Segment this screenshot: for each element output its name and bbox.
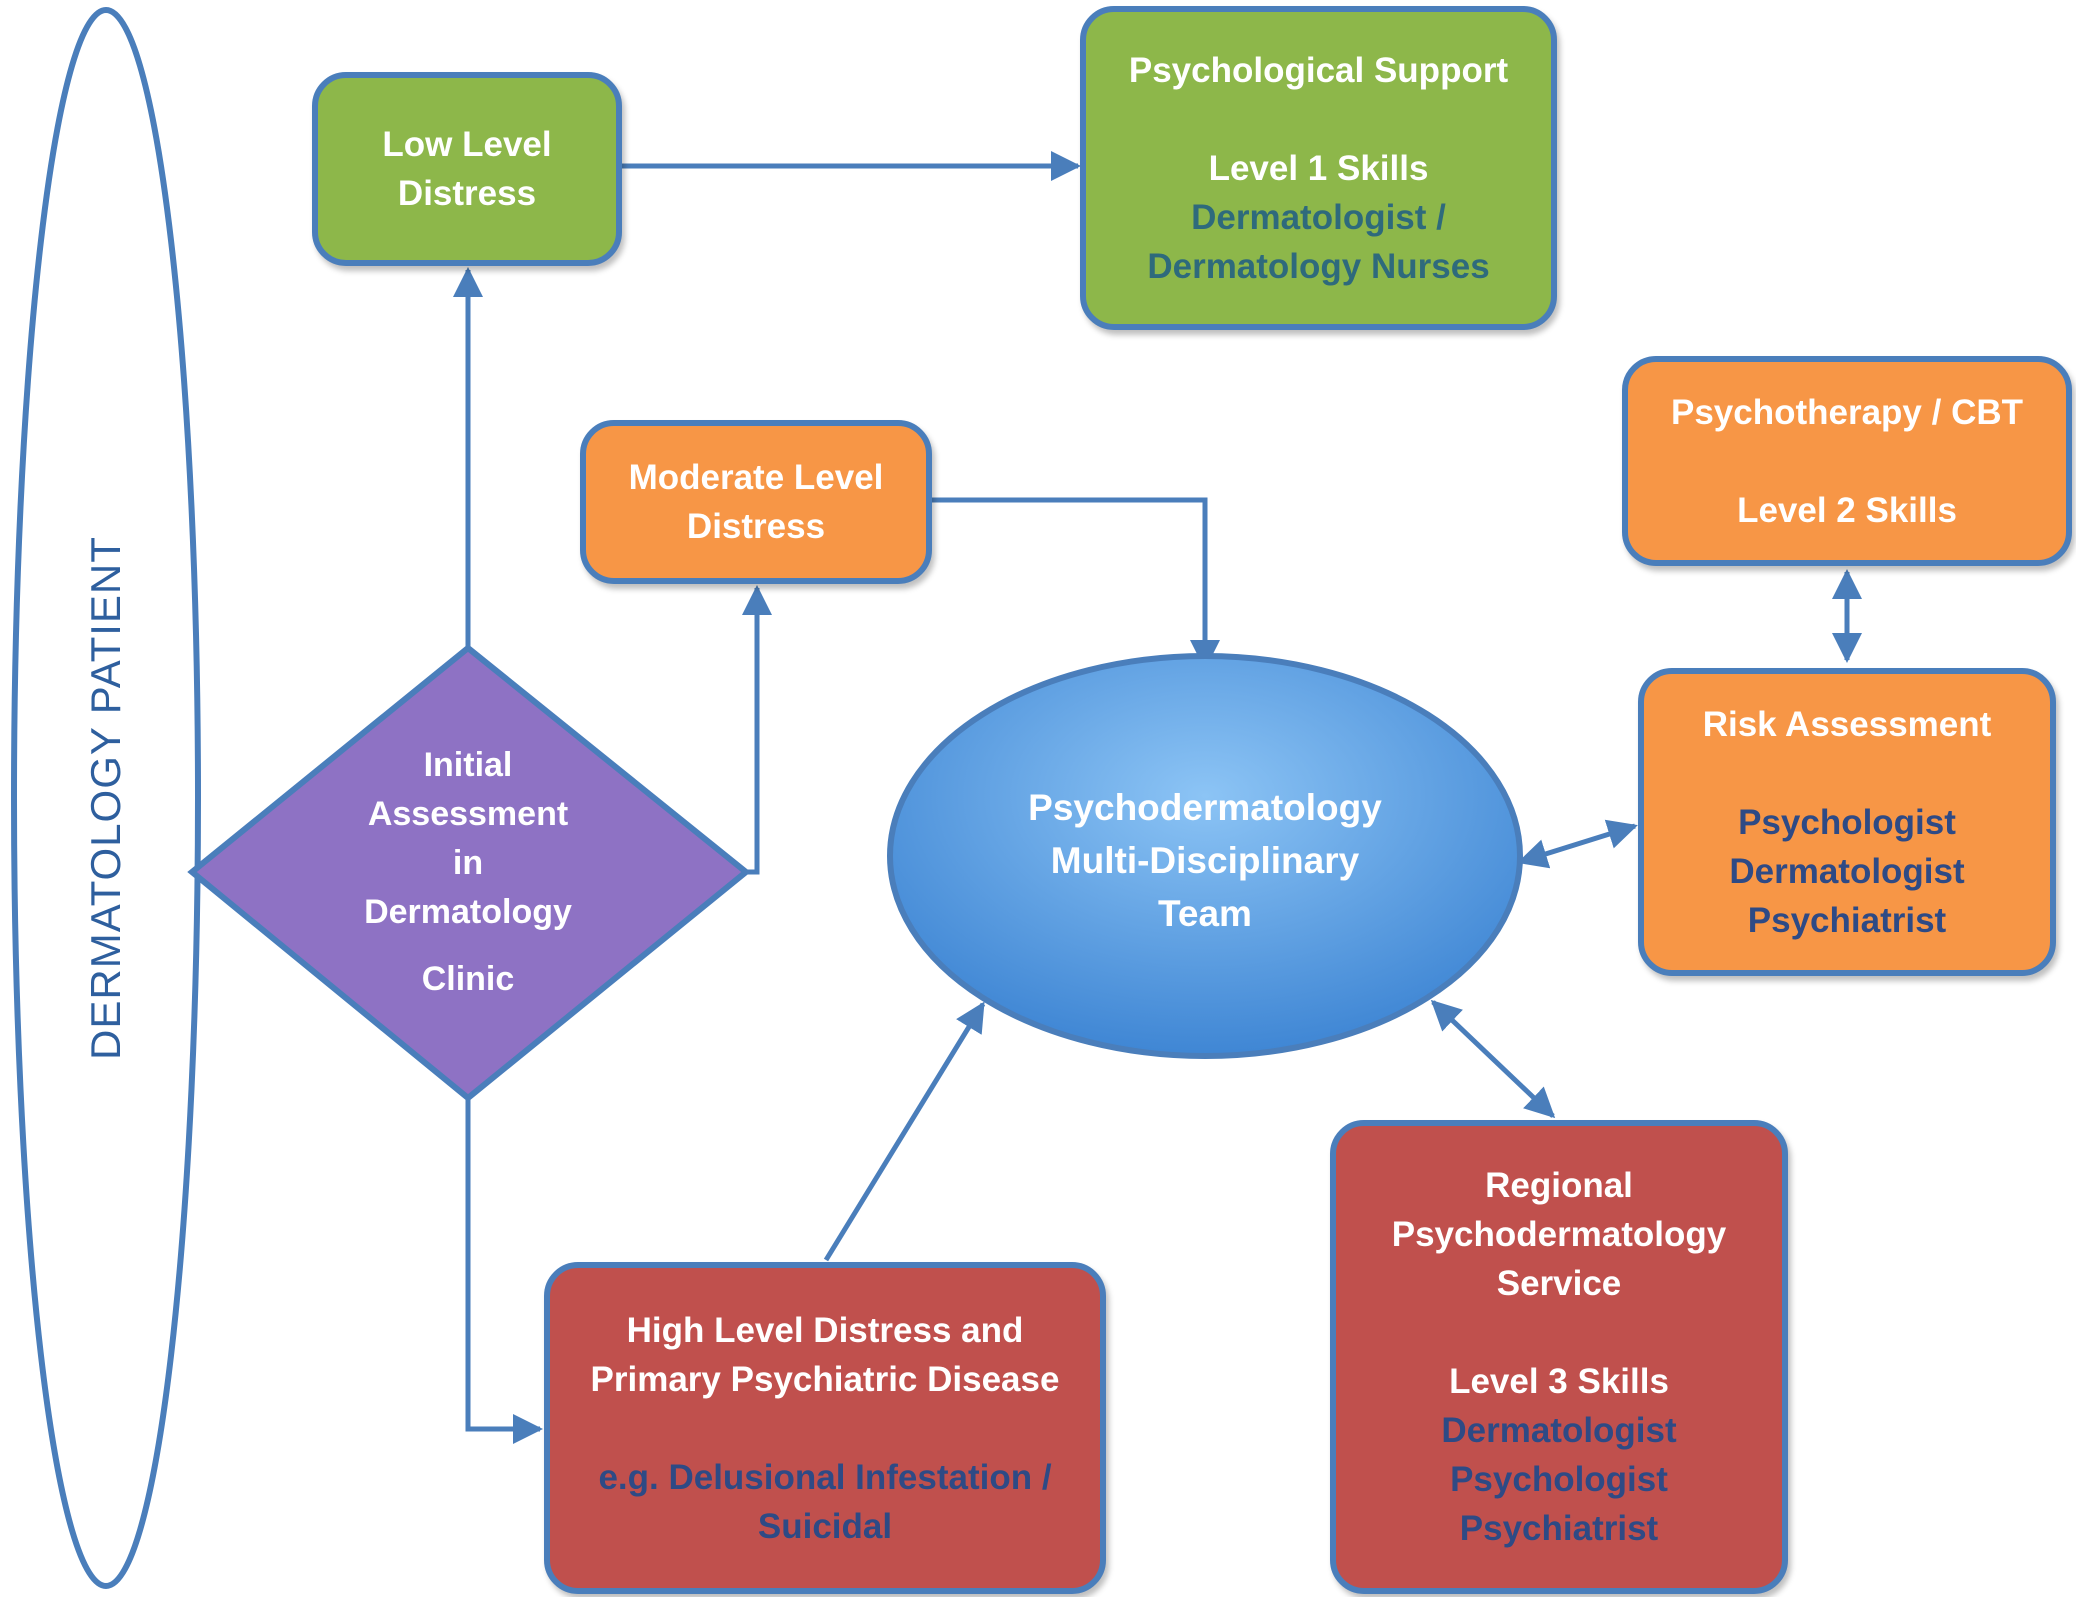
- arrow-mdt-regional: [1430, 999, 1556, 1119]
- risk-assessment-staff: Psychologist: [1738, 802, 1956, 842]
- psychotherapy-box: Psychotherapy / CBT Level 2 Skills: [1622, 356, 2072, 566]
- psych-support-title: Psychological Support: [1128, 50, 1509, 90]
- high-distress-example: Suicidal: [757, 1506, 893, 1546]
- low-distress-line: Distress: [397, 174, 537, 213]
- risk-assessment-title: Risk Assessment: [1702, 704, 1992, 744]
- low-distress-box: Low Level Distress: [312, 72, 622, 266]
- regional-service-staff: Dermatologist: [1441, 1411, 1677, 1450]
- moderate-distress-line: Moderate Level: [628, 458, 884, 497]
- initial-assessment-text: Initial Assessment in Dermatology Clinic: [340, 730, 596, 1014]
- high-distress-title: Primary Psychiatric Disease: [590, 1359, 1060, 1399]
- moderate-distress-line: Distress: [686, 507, 826, 546]
- moderate-distress-box: Moderate Level Distress: [580, 420, 932, 584]
- mdt-ellipse: [887, 653, 1523, 1059]
- psych-support-staff: Dermatology Nurses: [1147, 246, 1490, 286]
- high-distress-title: High Level Distress and: [626, 1310, 1024, 1350]
- psych-support-staff: Dermatologist /: [1191, 197, 1446, 237]
- regional-service-title: Regional: [1485, 1166, 1633, 1205]
- arrow-moderate-to-mdt: [930, 497, 1220, 670]
- regional-service-staff: Psychologist: [1450, 1460, 1668, 1499]
- regional-service-title: Psychodermatology: [1391, 1215, 1727, 1254]
- initial-assessment-line: Clinic: [421, 959, 515, 998]
- initial-assessment-line: Dermatology: [364, 892, 572, 931]
- initial-assessment-line: in: [452, 843, 484, 882]
- initial-assessment-line: Initial: [423, 745, 513, 784]
- low-distress-line: Low Level: [382, 125, 552, 164]
- initial-assessment-line: Assessment: [367, 794, 569, 833]
- risk-assessment-box: Risk Assessment Psychologist Dermatologi…: [1638, 668, 2056, 976]
- regional-service-staff: Psychiatrist: [1459, 1509, 1659, 1548]
- regional-service-box: Regional Psychodermatology Service Level…: [1330, 1120, 1788, 1594]
- arrow-high-to-mdt: [823, 1001, 986, 1262]
- high-distress-box: High Level Distress and Primary Psychiat…: [544, 1262, 1106, 1594]
- arrow-assessment-to-moderate: [742, 585, 772, 875]
- mdt-text: Psychodermatology Multi-Disciplinary Tea…: [960, 770, 1450, 950]
- risk-assessment-staff: Dermatologist: [1729, 851, 1965, 891]
- mdt-line: Psychodermatology: [1028, 786, 1382, 828]
- arrow-assessment-to-high: [465, 1098, 543, 1444]
- psych-support-skills: Level 1 Skills: [1208, 148, 1429, 188]
- regional-service-skills: Level 3 Skills: [1449, 1362, 1669, 1401]
- psych-support-box: Psychological Support Level 1 Skills Der…: [1080, 6, 1557, 330]
- regional-service-title: Service: [1496, 1264, 1622, 1303]
- high-distress-example: e.g. Delusional Infestation /: [598, 1457, 1052, 1497]
- mdt-line: Team: [1158, 892, 1252, 934]
- psychotherapy-skills: Level 2 Skills: [1737, 490, 1957, 530]
- assessment-diamond: [187, 644, 751, 1102]
- patient-ellipse: [11, 7, 201, 1589]
- patient-label: DERMATOLOGY PATIENT: [82, 536, 129, 1060]
- arrow-mdt-risk: [1517, 819, 1638, 869]
- psychotherapy-title: Psychotherapy / CBT: [1670, 392, 2024, 432]
- risk-assessment-staff: Psychiatrist: [1747, 900, 1947, 940]
- mdt-line: Multi-Disciplinary: [1050, 839, 1360, 881]
